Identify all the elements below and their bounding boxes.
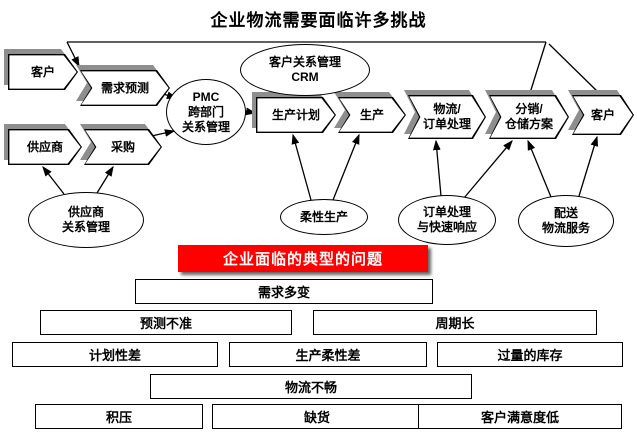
ellipse-pmc: PMC 跨部门 关系管理 — [166, 79, 246, 145]
chevron-label: 采购 — [110, 139, 135, 154]
chevron-logistics-order: 物流/ 订单处理 — [408, 95, 486, 139]
ellipse-delivery-logistics: 配送 物流服务 — [518, 195, 614, 247]
chevron-body: 采购 — [84, 129, 162, 165]
chevron-body: 物流/ 订单处理 — [408, 95, 486, 139]
ellipse-label: 订单处理 与快速响应 — [416, 205, 477, 234]
chevron-body: 需求预测 — [80, 70, 170, 106]
ellipse-label: 供应商 关系管理 — [61, 205, 110, 234]
chevron-body: 供应商 — [8, 129, 82, 165]
chevron-supplier: 供应商 — [8, 129, 82, 165]
chevron-customer-right: 客户 — [572, 95, 634, 135]
chevron-body: 生产计划 — [256, 97, 336, 133]
arrow-supplierrel-to-supplier — [42, 165, 65, 195]
chevron-demand-forecast: 需求预测 — [80, 70, 170, 106]
arrow-flexible-to-production — [332, 133, 360, 201]
problem-poor-planning: 计划性差 — [12, 342, 218, 367]
arrow-delivery-to-customer-right — [578, 135, 599, 197]
arrow-orderresp-to-logistics — [432, 139, 442, 197]
arrow-supplierrel-to-procurement — [96, 165, 114, 194]
ellipse-flexible-production: 柔性生产 — [280, 199, 368, 235]
chevron-distribution: 分销/ 仓储方案 — [489, 95, 569, 139]
chevron-label: 生产 — [359, 107, 384, 122]
problem-excess-inventory: 过量的库存 — [437, 342, 623, 367]
chevron-customer-left: 客户 — [8, 54, 78, 90]
chevron-production-plan: 生产计划 — [256, 97, 336, 133]
chevron-label: 客户 — [590, 107, 615, 122]
problem-backlog: 积压 — [35, 404, 203, 429]
feedback-riser-customer-right — [548, 43, 601, 95]
chevron-label: 需求预测 — [100, 80, 149, 95]
arrow-flexible-to-plan — [291, 133, 312, 201]
problem-long-cycle: 周期长 — [313, 310, 597, 335]
chevron-body: 客户 — [572, 95, 634, 135]
problems-banner: 企业面临的典型的问题 — [178, 245, 428, 272]
ellipse-label: PMC 跨部门 关系管理 — [181, 89, 230, 134]
arrow-delivery-to-distribution — [527, 139, 552, 198]
problem-low-satisfaction: 客户满意度低 — [418, 404, 622, 429]
problem-demand-volatility: 需求多变 — [135, 279, 433, 304]
ellipse-crm: 客户关系管理 CRM — [240, 44, 370, 96]
ellipse-label: 客户关系管理 CRM — [268, 55, 341, 84]
chevron-body: 分销/ 仓储方案 — [489, 95, 569, 139]
ellipse-label: 柔性生产 — [299, 209, 348, 224]
chevron-label: 供应商 — [26, 139, 63, 154]
problem-poor-flexibility: 生产柔性差 — [229, 342, 427, 367]
ellipse-order-quick-response: 订单处理 与快速响应 — [398, 195, 496, 245]
chevron-label: 物流/ 订单处理 — [422, 102, 471, 131]
problem-stockout: 缺货 — [212, 404, 422, 429]
chevron-label: 客户 — [30, 64, 55, 79]
chevron-procurement: 采购 — [84, 129, 162, 165]
chevron-body: 生产 — [338, 97, 406, 133]
feedback-riser-distribution — [529, 41, 547, 94]
arrow-orderresp-to-distribution — [463, 140, 513, 199]
chevron-label: 分销/ 仓储方案 — [504, 102, 553, 131]
chevron-body: 客户 — [8, 54, 78, 90]
problem-blocked-logistics: 物流不畅 — [150, 374, 472, 399]
chevron-label: 生产计划 — [271, 107, 320, 122]
ellipse-supplier-relationship: 供应商 关系管理 — [28, 192, 144, 248]
ellipse-label: 配送 物流服务 — [541, 206, 590, 235]
problem-inaccurate-forecast: 预测不准 — [40, 310, 292, 335]
chevron-production: 生产 — [338, 97, 406, 133]
slide-title: 企业物流需要面临许多挑战 — [210, 11, 427, 30]
